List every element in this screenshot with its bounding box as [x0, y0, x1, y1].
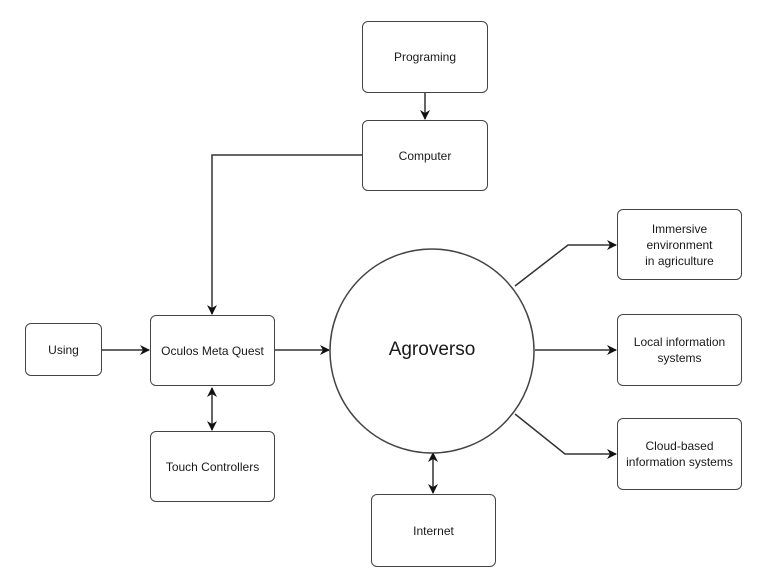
- node-internet: Internet: [371, 494, 496, 567]
- node-oculus: Oculos Meta Quest: [150, 315, 275, 386]
- node-cloud-label: Cloud-based information systems: [626, 439, 733, 469]
- node-computer-label: Computer: [398, 148, 452, 163]
- node-cloud: Cloud-based information systems: [617, 418, 742, 490]
- node-internet-label: Internet: [413, 523, 454, 538]
- node-using-label: Using: [48, 342, 79, 357]
- node-programing-label: Programing: [393, 50, 457, 64]
- edge-computer-oculus: [207, 154, 362, 315]
- edge-agroverso-immersive: [514, 240, 617, 287]
- node-touch-label: Touch Controllers: [165, 459, 260, 474]
- node-local-label: Local information systems: [633, 335, 726, 365]
- node-local: Local information systems: [617, 314, 742, 386]
- node-oculus-label: Oculos Meta Quest: [161, 343, 264, 358]
- node-touch-controllers: Touch Controllers: [150, 431, 275, 502]
- edge-agroverso-cloud: [514, 413, 617, 459]
- node-immersive: Immersive environment in agriculture: [617, 209, 742, 280]
- node-immersive-label: Immersive environment in agriculture: [645, 221, 714, 268]
- node-programing: Programing: [362, 21, 488, 93]
- node-computer: Computer: [362, 120, 488, 191]
- agroverso-circle: [329, 248, 535, 454]
- node-using: Using: [25, 323, 102, 376]
- node-agroverso-label: Agroverso: [388, 339, 476, 360]
